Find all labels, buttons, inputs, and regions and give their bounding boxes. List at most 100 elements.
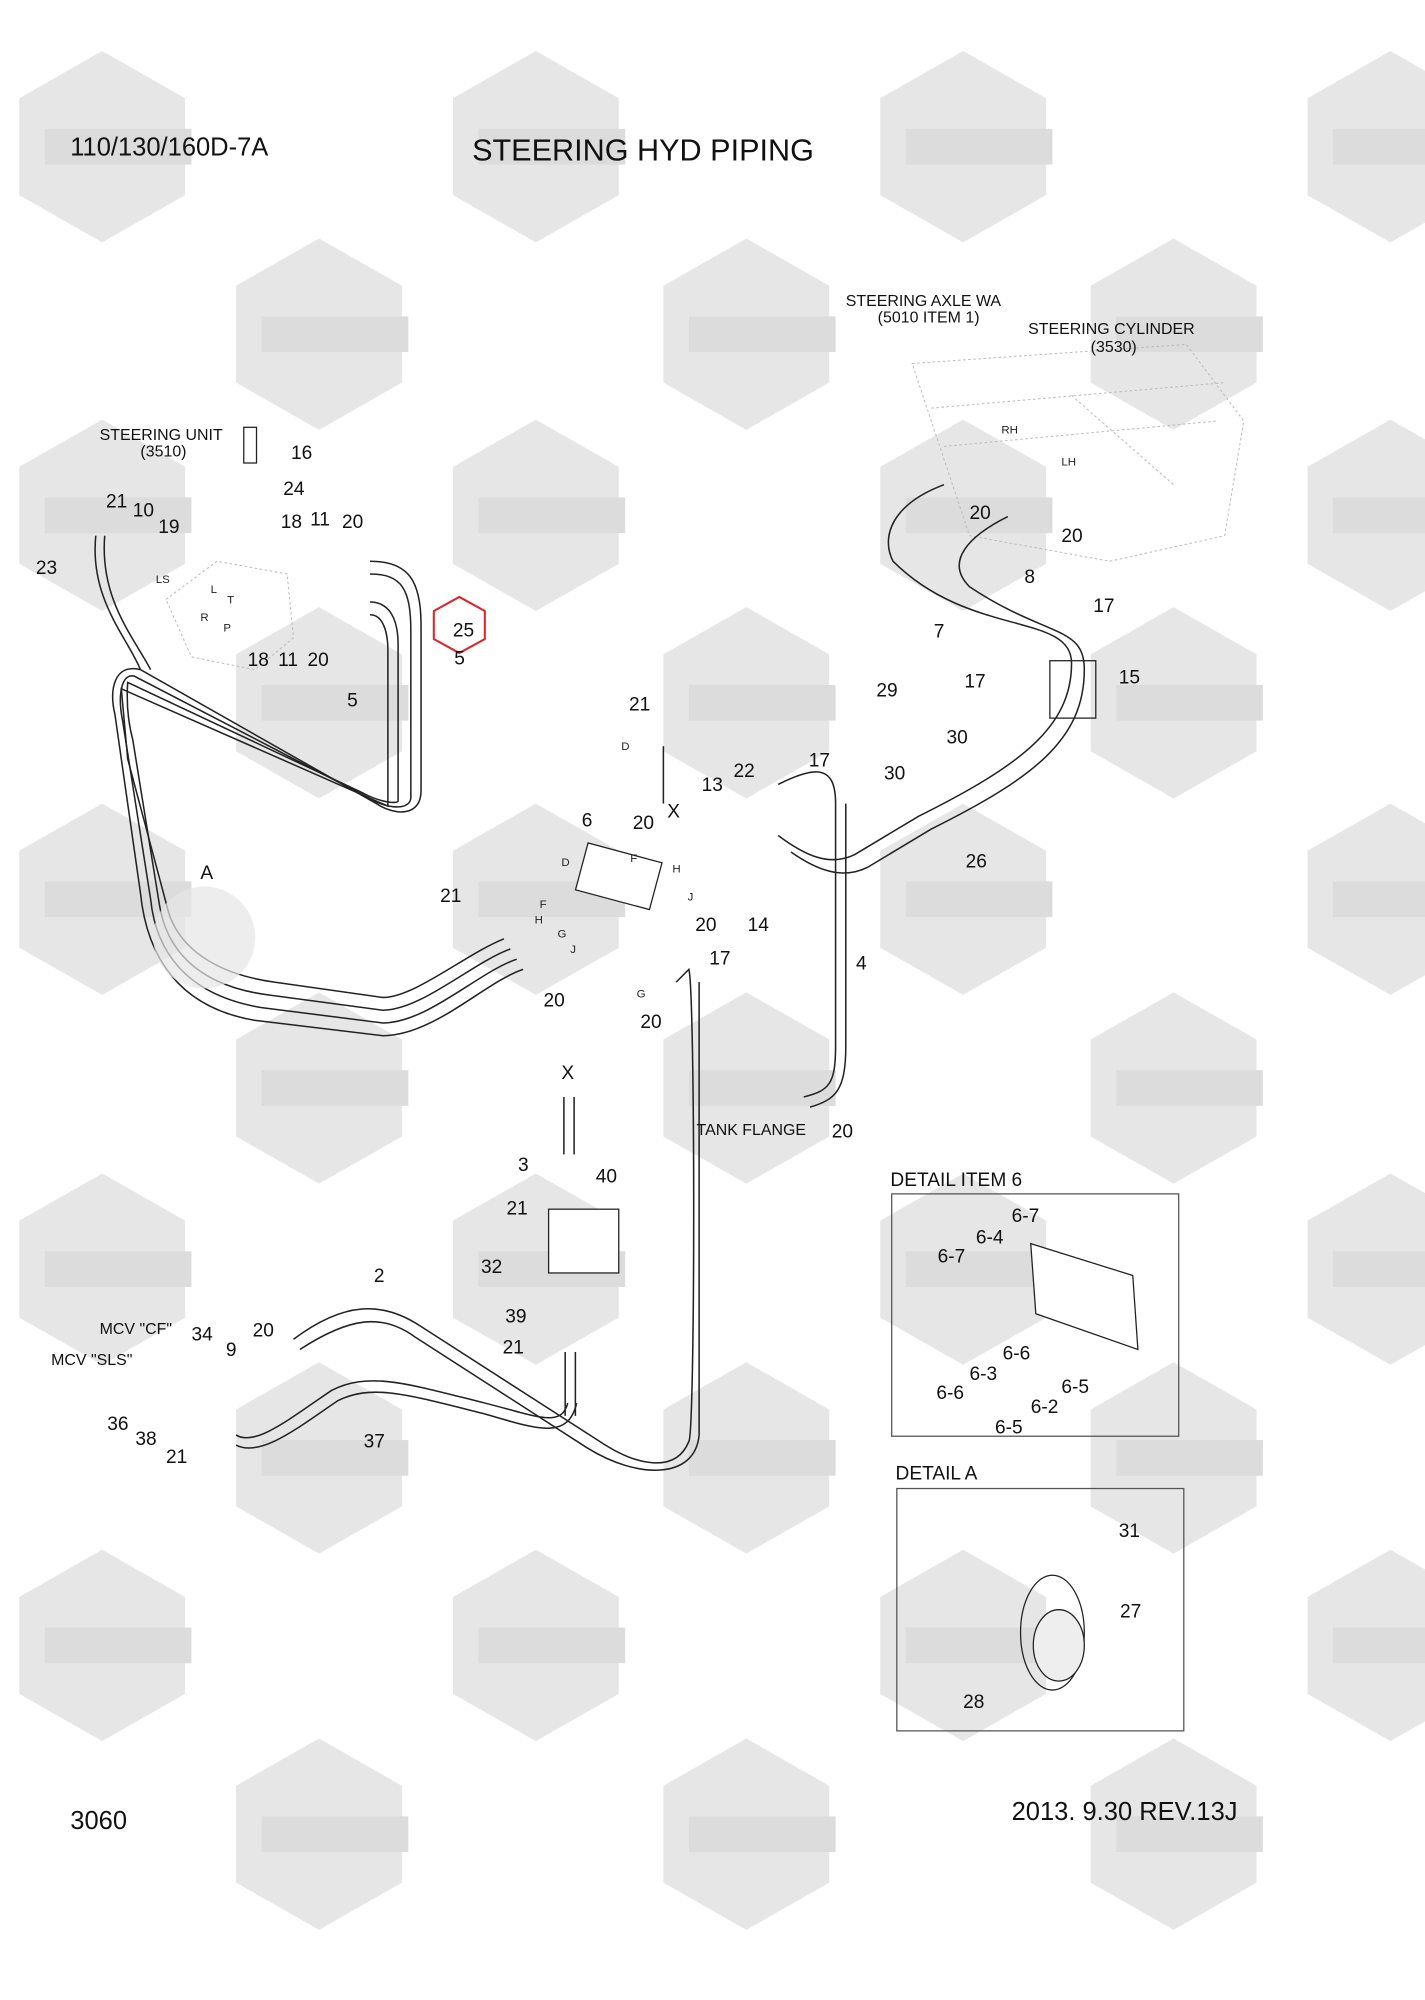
port-label: J — [688, 892, 694, 904]
lh-label: LH — [1061, 457, 1076, 469]
watermark-logo-band — [261, 1816, 409, 1853]
part-callout: 22 — [734, 761, 755, 782]
detail-a-box — [896, 1487, 1185, 1732]
watermark-logo-band — [688, 1440, 836, 1476]
part-callout: 21 — [106, 492, 127, 513]
part-callout: 28 — [963, 1692, 984, 1713]
part-callout: 27 — [1120, 1601, 1141, 1622]
watermark-logo-band — [688, 1070, 836, 1106]
detail-a-pipe — [1032, 1609, 1085, 1682]
detail-a-ref: A — [200, 863, 213, 884]
part-callout: 31 — [1119, 1521, 1140, 1542]
unit-label: STEERING UNIT — [100, 427, 223, 444]
part-callout: 39 — [505, 1307, 526, 1328]
port-label: P — [223, 622, 231, 634]
detail-callout: 6-4 — [976, 1228, 1004, 1249]
part-callout: 17 — [809, 751, 830, 772]
bolt-16 — [243, 426, 258, 464]
port-label: R — [200, 612, 208, 624]
part-callout: 24 — [283, 479, 305, 500]
watermark-logo-band — [1333, 881, 1425, 918]
part-callout: 25 — [453, 620, 474, 641]
detail-a-title: DETAIL A — [896, 1464, 978, 1485]
watermark-logo-band — [261, 1070, 409, 1106]
part-callout: 18 — [248, 650, 269, 671]
part-callout: 32 — [481, 1257, 502, 1278]
part-callout: 36 — [107, 1414, 128, 1435]
detail-callout: 6-6 — [936, 1383, 964, 1404]
port-label: D — [621, 741, 629, 753]
part-callout: 20 — [543, 990, 564, 1011]
watermark-logo-band — [1116, 316, 1263, 353]
steering-unit-ghost — [165, 560, 295, 671]
watermark-logo-band — [478, 128, 626, 165]
part-callout: 11 — [278, 650, 298, 671]
part-callout: 20 — [633, 813, 654, 834]
mcv-cf-label: MCV "CF" — [100, 1321, 172, 1338]
cylinder-ref: (3530) — [1091, 339, 1137, 356]
watermark-logo-band — [478, 497, 626, 534]
port-label: L — [211, 584, 217, 596]
watermark-logo-band — [905, 1251, 1053, 1287]
detail-callout: 6-5 — [1061, 1377, 1089, 1398]
part-callout: 29 — [876, 680, 897, 701]
axle-label: STEERING AXLE WA — [846, 293, 1002, 310]
mcv-sls-label: MCV "SLS" — [51, 1352, 132, 1369]
part-callout: 5 — [454, 649, 465, 670]
watermark-logo-band — [261, 1440, 409, 1476]
port-label: F — [630, 853, 637, 865]
detail-item-6-box — [891, 1193, 1180, 1437]
port-label: F — [540, 899, 547, 911]
part-callout: 20 — [308, 650, 329, 671]
detail-callout: 6-6 — [1003, 1344, 1031, 1365]
port-label: H — [535, 914, 543, 926]
part-callout: 19 — [158, 517, 179, 538]
watermark-logo-band — [905, 128, 1053, 165]
part-callout: 37 — [364, 1432, 385, 1453]
part-callout: 17 — [964, 672, 985, 693]
watermark-logo-band — [688, 1816, 836, 1853]
detail-callout: 6-2 — [1031, 1397, 1059, 1418]
part-callout: 16 — [291, 443, 312, 464]
part-callout: 4 — [856, 953, 867, 974]
watermark-logo-band — [905, 881, 1053, 918]
watermark-logo-band — [1116, 1440, 1263, 1476]
part-callout: 21 — [503, 1337, 524, 1358]
unit-ref: (3510) — [140, 444, 186, 461]
watermark-logo-band — [1333, 1251, 1425, 1287]
part-callout: 11 — [310, 510, 330, 531]
x-ref-top: X — [667, 802, 680, 823]
part-callout: 38 — [135, 1429, 156, 1450]
port-label: G — [558, 928, 567, 940]
watermark-logo-band — [1116, 1816, 1263, 1853]
port-label: J — [570, 944, 576, 956]
watermark-logo-band — [1333, 1627, 1425, 1664]
watermark-logo-band — [261, 684, 409, 721]
watermark-logo-band — [44, 497, 192, 534]
watermark-logo-band — [44, 1251, 192, 1287]
part-callout: 34 — [191, 1325, 213, 1346]
part-callout: 20 — [832, 1122, 853, 1143]
part-callout: 21 — [166, 1447, 187, 1468]
detail-callout: 6-7 — [1012, 1206, 1040, 1227]
detail-callout: 6-5 — [995, 1418, 1023, 1439]
part-callout: 3 — [518, 1155, 529, 1176]
watermark-logo-band — [1333, 128, 1425, 165]
part-callout: 10 — [133, 501, 154, 522]
cylinder-label: STEERING CYLINDER — [1028, 321, 1195, 338]
axle-ref: (5010 ITEM 1) — [878, 310, 980, 327]
watermark-logo-band — [688, 684, 836, 721]
part-callout: 20 — [1061, 526, 1082, 547]
part-callout: 26 — [966, 851, 987, 872]
watermark-logo-band — [1116, 684, 1263, 721]
part-callout: 30 — [884, 763, 905, 784]
clamp-a — [153, 886, 256, 989]
part-callout: 2 — [374, 1266, 385, 1287]
part-callout: 13 — [702, 775, 723, 796]
steering-cylinder-ghost — [911, 343, 1245, 562]
detail-item-6-title: DETAIL ITEM 6 — [890, 1170, 1022, 1191]
watermark-logo-band — [261, 316, 409, 353]
port-label: LS — [156, 574, 170, 586]
